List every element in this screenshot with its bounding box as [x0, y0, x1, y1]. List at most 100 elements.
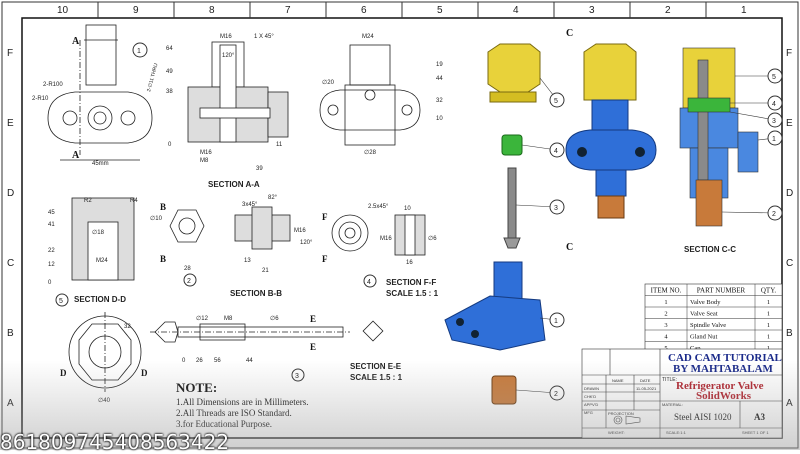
dim-label: 12: [48, 262, 55, 268]
bom-cell: Valve Body: [690, 299, 721, 306]
dim-label: 0: [182, 358, 186, 364]
dim-label: 45: [48, 210, 55, 216]
bom-cell: Valve Seat: [690, 311, 718, 318]
section-marker-b: B: [160, 202, 166, 212]
row-label: F: [7, 48, 13, 59]
bom-cell: 1: [767, 345, 770, 352]
mfg-label: MFG: [584, 410, 593, 415]
section-title: SECTION D-D: [74, 295, 126, 304]
dim-label: ∅40: [98, 397, 111, 404]
sheet-label: SHEET 1 OF 1: [742, 430, 769, 435]
bom-cell: 1: [767, 322, 770, 329]
exploded-valve-body: [444, 261, 546, 351]
balloon: [363, 274, 377, 288]
balloon-number: 2: [772, 211, 776, 218]
dim-label: 120°: [300, 240, 313, 246]
section-f-f-drawing: [331, 214, 426, 256]
sheet-size: A3: [754, 412, 765, 422]
bom-cell: 3: [664, 322, 667, 329]
section-marker-a: A: [72, 36, 80, 47]
balloon-number: 5: [772, 74, 776, 81]
dim-label: 56: [214, 358, 221, 364]
note-line: 2.All Threads are ISO Standard.: [176, 408, 292, 418]
section-marker-c: C: [566, 28, 573, 39]
dim-label: 1 X 45°: [254, 34, 274, 40]
section-c-c-drawing: [679, 47, 759, 227]
bom-cell: 1: [767, 299, 770, 306]
row-label: E: [786, 118, 793, 129]
dim-label: M16: [294, 228, 306, 234]
scale-label: SCALE:1:1: [666, 430, 687, 435]
exploded-cap: [487, 43, 541, 103]
balloon-number: 4: [554, 148, 558, 155]
balloon-number: 2: [187, 278, 191, 285]
section-marker-c: C: [566, 242, 573, 253]
dim-label: 11: [276, 142, 283, 148]
bom-cell: 1: [664, 299, 667, 306]
bom-header-cell: PART NUMBER: [697, 287, 746, 295]
bom-cell: Gland Nut: [690, 334, 717, 341]
exploded-valve-seat: [491, 375, 517, 405]
row-label: F: [786, 48, 792, 59]
exploded-gland-nut: [501, 134, 523, 156]
row-label: D: [786, 188, 793, 199]
section-title: SECTION C-C: [684, 245, 736, 254]
row-label: B: [786, 328, 793, 339]
bom-header-cell: QTY.: [761, 287, 776, 295]
dim-label: 2-R100: [43, 82, 63, 88]
bom-cell: 4: [664, 334, 668, 341]
bom-cell: 1: [767, 334, 770, 341]
balloon: [767, 95, 783, 111]
dim-label: M24: [96, 258, 108, 264]
dim-label: R2: [84, 198, 92, 204]
dim-label: 0: [48, 280, 52, 286]
balloon: [549, 312, 565, 328]
balloon: [132, 42, 148, 58]
bom-header-cell: ITEM NO.: [651, 287, 682, 295]
row-label: B: [7, 328, 14, 339]
dim-label: 120°: [222, 53, 235, 59]
dim-label: M8: [200, 158, 209, 164]
dim-label: R4: [130, 198, 138, 204]
note-line: 1.All Dimensions are in Millimeters.: [176, 397, 308, 407]
material-label: MATERIAL:: [662, 402, 683, 407]
dim-label: 32: [124, 324, 131, 330]
balloon: [767, 130, 783, 146]
balloon-number: 1: [772, 136, 776, 143]
dim-label: 10: [404, 206, 411, 212]
dim-label: 0: [168, 142, 172, 148]
dim-label: 26: [196, 358, 203, 364]
dim-label: 44: [246, 358, 253, 364]
column-label: 4: [513, 5, 519, 16]
dim-label: 32: [436, 98, 443, 104]
dim-label: 49: [166, 69, 173, 75]
leader-line: [721, 211, 776, 214]
section-b-b-drawing: [169, 206, 291, 250]
column-label: 1: [741, 5, 747, 16]
date-value: 11-05-2021: [636, 386, 657, 391]
section-marker-f: F: [322, 212, 328, 222]
leader-line: [729, 111, 776, 121]
dim-label: 28: [184, 266, 191, 272]
drawing-subtitle: SolidWorks: [696, 390, 752, 402]
balloon-number: 3: [554, 205, 558, 212]
balloon: [549, 142, 565, 158]
balloon: [183, 273, 197, 287]
name-label: NAME: [612, 378, 624, 383]
balloon: [767, 68, 783, 84]
date-label: DATE: [640, 378, 651, 383]
material-value: Steel AISI 1020: [674, 412, 732, 422]
dim-label: M16: [220, 34, 232, 40]
row-label: A: [7, 398, 14, 409]
column-label: 2: [665, 5, 671, 16]
column-label: 10: [57, 5, 69, 16]
balloon: [767, 205, 783, 221]
side-view-drawing: [319, 44, 421, 146]
section-marker-a: A: [72, 150, 80, 161]
balloon-number: 1: [137, 48, 141, 55]
section-title: SECTION A-A: [208, 180, 260, 189]
